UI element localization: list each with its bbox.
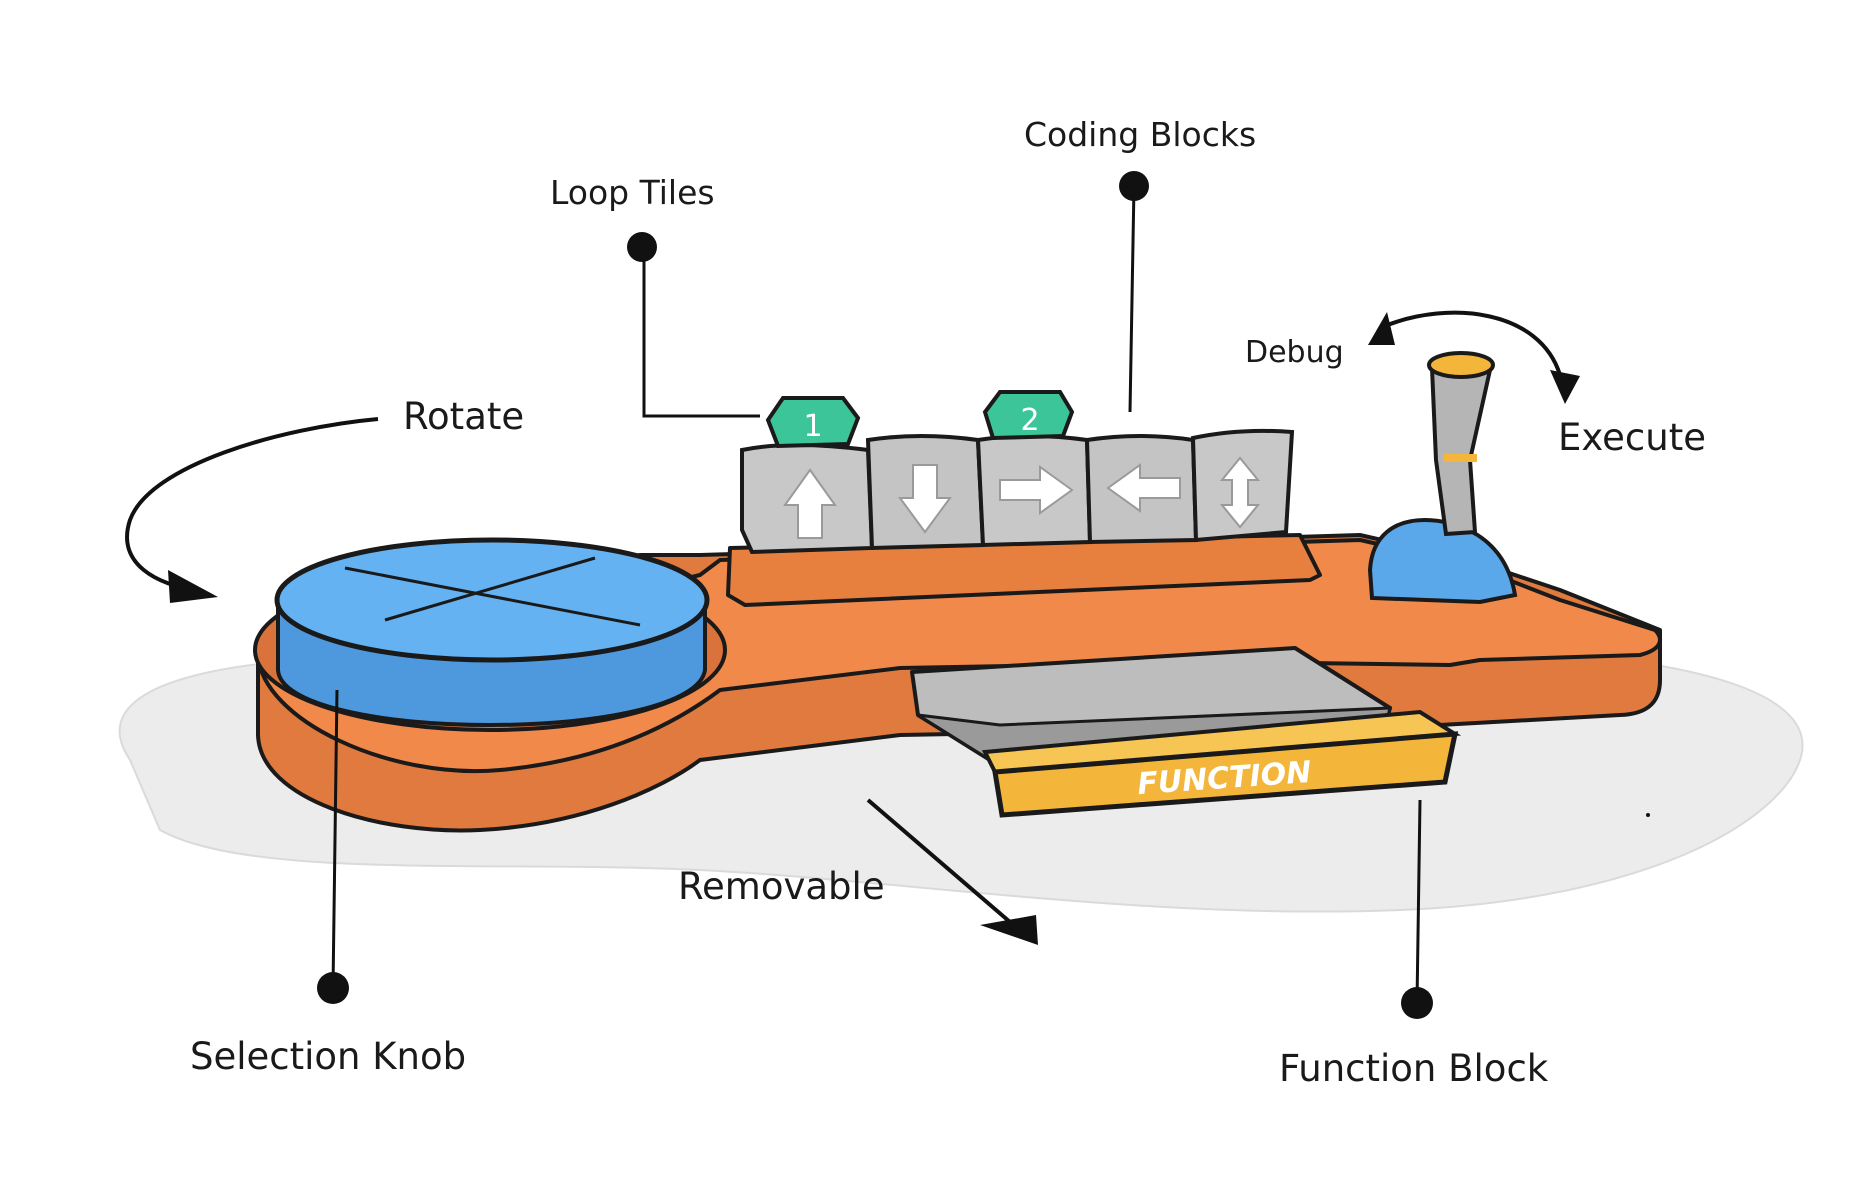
rotate-arrow (125, 417, 379, 592)
callout-dot-loop-tiles (627, 232, 657, 262)
label-removable: Removable (678, 865, 885, 908)
removable-arrow-head (980, 915, 1038, 945)
label-debug: Debug (1245, 335, 1344, 370)
selection-knob-top (274, 537, 710, 663)
joystick-cap (1427, 351, 1495, 379)
callout-line-coding-blocks (1128, 185, 1136, 413)
label-rotate: Rotate (403, 395, 525, 438)
loop-tiles: 1 2 (765, 390, 1075, 449)
rotate-arrow-head (168, 570, 218, 603)
arrow-up-down-icon (1219, 456, 1261, 529)
label-coding-blocks: Coding Blocks (1024, 115, 1257, 154)
execute-arrow-head (1550, 370, 1580, 404)
joystick-stripe (1443, 454, 1477, 462)
motion-arrows (125, 310, 1580, 945)
joystick-base (1367, 517, 1518, 605)
function-block[interactable]: FUNCTION (981, 709, 1462, 818)
arrow-up-icon (783, 468, 837, 539)
callouts (317, 171, 1433, 1019)
loop-tile-1-label: 1 (803, 409, 822, 444)
arrow-down-icon (898, 464, 952, 534)
callout-line-loop-tiles (642, 247, 760, 418)
loop-tile-2[interactable] (982, 390, 1075, 441)
loop-tile-1[interactable] (765, 396, 861, 449)
joystick-lever (1429, 365, 1493, 537)
arrow-left-icon (1106, 463, 1181, 513)
removable-arrow (866, 798, 1012, 924)
knob-cross-line (384, 556, 596, 622)
callout-line-function-block (1415, 799, 1422, 1004)
ink-speck (1646, 813, 1650, 817)
label-selection-knob: Selection Knob (190, 1035, 467, 1078)
knob-cross-line (344, 566, 641, 627)
callout-line-selection-knob (331, 689, 339, 989)
label-execute: Execute (1558, 416, 1706, 459)
label-loop-tiles: Loop Tiles (550, 173, 715, 212)
function-block-face (992, 731, 1459, 818)
arrow-right-icon (999, 465, 1074, 515)
joystick[interactable] (1367, 351, 1518, 605)
coding-blocks-row (740, 428, 1295, 555)
debug-execute-arrow (1384, 310, 1562, 376)
debug-arrow-head (1368, 312, 1395, 345)
label-function-block: Function Block (1279, 1047, 1549, 1090)
loop-tile-2-label: 2 (1020, 403, 1039, 438)
coding-block-rail (726, 533, 1322, 607)
